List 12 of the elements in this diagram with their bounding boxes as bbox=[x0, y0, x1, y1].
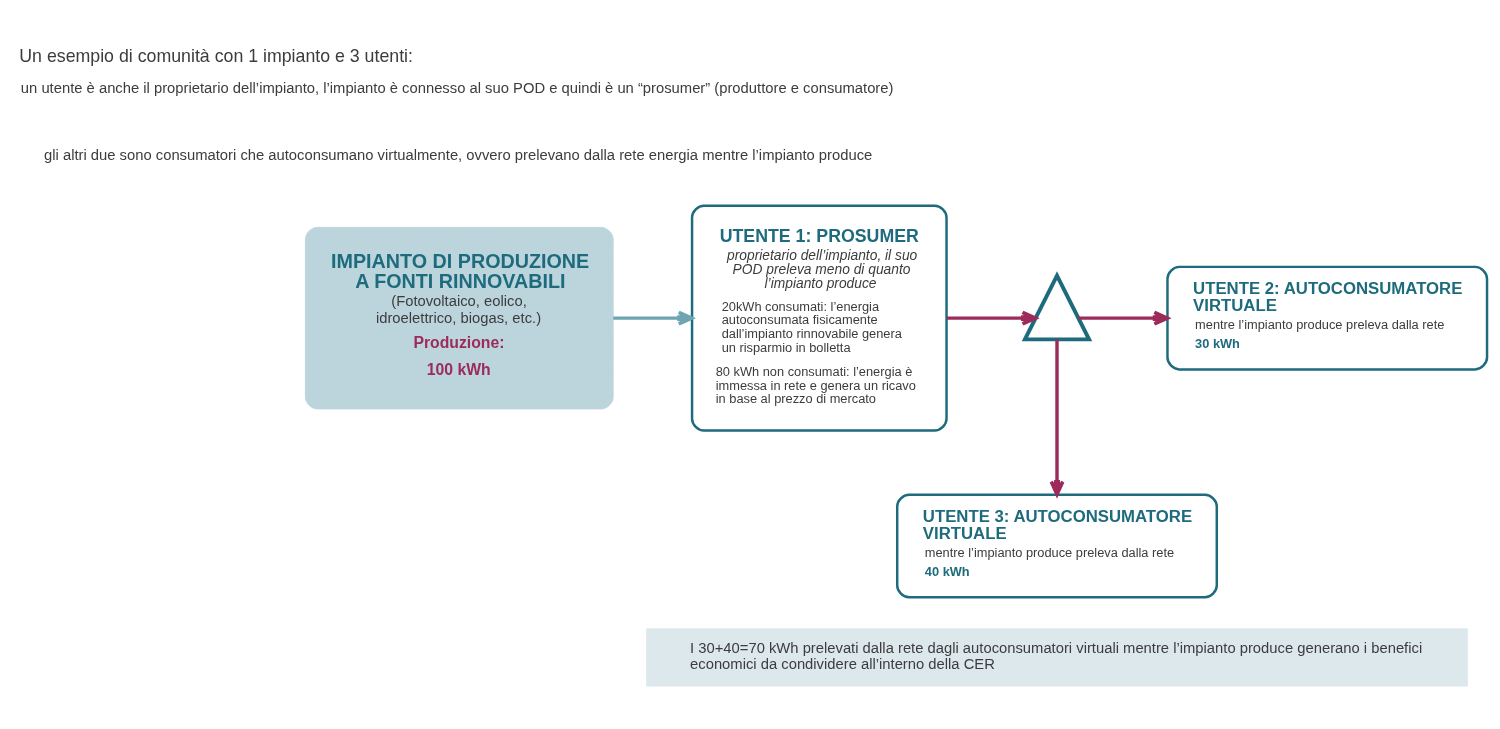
diagram-title: Un esempio di comunità con 1 impianto e 3 utenti: bbox=[19, 45, 413, 66]
label: un utente è anche il proprietario dell’impianto, l’impianto è connesso al suo POD e quindi è un “prosumer” (produttore e consumatore) bbox=[20, 79, 894, 96]
node-box: UTENTE 3: AUTOCONSUMATORE VIRTUALE mentre l’impianto produce preleva dalla rete 40 kWh bbox=[895, 492, 1219, 598]
node-box: I 30+40=70 kWh prelevati dalla rete dagli autoconsumatori virtuali mentre l’impianto produce generano i benefici economici da condividere all’interno della CER bbox=[646, 627, 1468, 687]
arrow bbox=[613, 310, 694, 326]
label: gli altri due sono consumatori che autoconsumano virtualmente, ovvero prelevano dalla rete energia mentre l’impianto produce bbox=[44, 146, 873, 163]
node-box: UTENTE 1: PROSUMER proprietario dell’impianto, il suo POD preleva meno di quanto l’impianto produce 20kWh consumati: l’energia autoconsumata fisicamente dall’impianto rinnovabile genera un risparmio in bolletta 80 kWh non consumati: l’energia è immessa in rete e genera un ricavo in base al prezzo di mercato bbox=[690, 203, 948, 432]
node-box: IMPIANTO DI PRODUZIONE A FONTI RINNOVABILI (Fotovoltaico, eolico, idroelettrico, biogas, etc.) Produzione: 100 kWh bbox=[304, 226, 614, 409]
arrow bbox=[1049, 339, 1065, 496]
arrow bbox=[1078, 310, 1170, 326]
arrow bbox=[946, 310, 1038, 326]
node-box: UTENTE 2: AUTOCONSUMATORE VIRTUALE mentre l’impianto produce preleva dalla rete 30 kWh bbox=[1166, 265, 1489, 371]
